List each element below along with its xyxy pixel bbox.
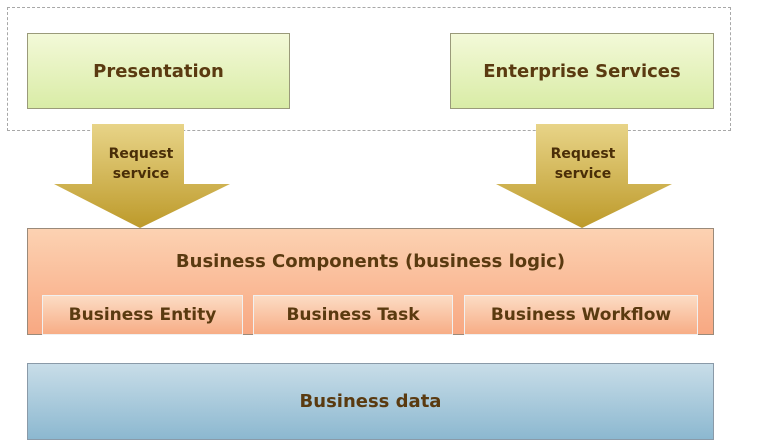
request-service-label-right: Request service (550, 146, 616, 182)
business-workflow-box: Business Workflow (464, 295, 698, 335)
request-service-arrow-left (54, 124, 230, 228)
business-data-label: Business data (299, 391, 442, 412)
request-service-label-left: Request service (108, 146, 174, 182)
request-service-arrow-right (496, 124, 672, 228)
business-workflow-label: Business Workflow (490, 305, 672, 325)
business-entity-box: Business Entity (42, 295, 243, 335)
enterprise-services-box: Enterprise Services (450, 33, 714, 109)
business-task-box: Business Task (253, 295, 453, 335)
business-components-title: Business Components (business logic) (175, 251, 566, 272)
business-data-box: Business data (27, 363, 714, 440)
business-entity-label: Business Entity (68, 305, 217, 325)
enterprise-services-label: Enterprise Services (483, 60, 681, 82)
client-layer-group (7, 7, 731, 131)
business-task-label: Business Task (286, 305, 420, 325)
business-components-box: Business Components (business logic) Bus… (27, 228, 714, 335)
presentation-label: Presentation (93, 60, 224, 82)
presentation-box: Presentation (27, 33, 290, 109)
